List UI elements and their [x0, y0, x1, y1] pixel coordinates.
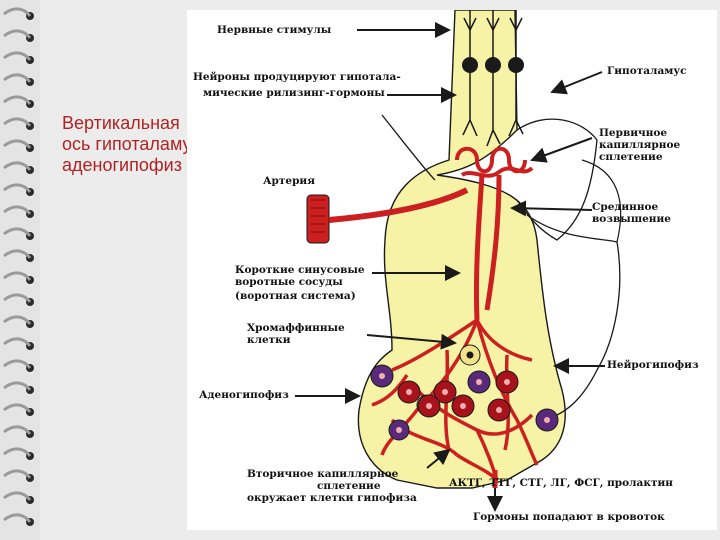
- binding-ring: [3, 337, 32, 347]
- label-hormones: АКТГ, ТТГ, СТГ, ЛГ, ФСГ, пролактин: [449, 477, 673, 489]
- third-ventricle-outline: [516, 118, 598, 241]
- binding-ring: [3, 51, 32, 61]
- binding-ring: [3, 293, 32, 303]
- slide-title: Вертикальная ось гипоталамус - аденогипо…: [62, 113, 211, 176]
- label-portal-line-3: (воротная система): [235, 290, 356, 302]
- binding-rings: [3, 7, 34, 526]
- label-adenohypophysis: Аденогипофиз: [199, 389, 289, 401]
- binding-ring: [3, 359, 32, 369]
- binding-ring: [3, 249, 32, 259]
- binding-ring: [3, 205, 32, 215]
- slide-title-line-1: Вертикальная: [62, 113, 180, 133]
- label-bloodstream: Гормоны попадают в кровоток: [473, 511, 665, 523]
- label-hypothalamus: Гипоталамус: [607, 65, 687, 77]
- label-secondary-plexus-line-3: окружает клетки гипофиза: [247, 492, 417, 504]
- binding-ring: [3, 491, 32, 501]
- binding-ring: [3, 139, 32, 149]
- binding-ring: [3, 227, 32, 237]
- slide-title-line-3: аденогипофиз: [62, 155, 182, 175]
- portal-vessels: [473, 174, 502, 321]
- binding-ring: [3, 513, 32, 523]
- binding-ring: [3, 403, 32, 413]
- primary-capillary-plexus: [455, 146, 534, 178]
- binding-ring: [3, 425, 32, 435]
- slide-title-line-2: ось гипоталамус -: [62, 134, 212, 154]
- label-primary-plexus-line-2: капиллярное: [599, 139, 681, 151]
- label-chromaffin-line-2: клетки: [247, 334, 291, 346]
- label-median-eminence-line-2: возвышение: [592, 213, 671, 225]
- label-primary-plexus-line-3: сплетение: [599, 151, 663, 163]
- label-neurons-line-1: Нейроны продуцируют гипотала-: [193, 71, 401, 83]
- diagram-drawing: [295, 10, 622, 512]
- notebook-binding: [0, 0, 40, 540]
- label-nerve-stimuli: Нервные стимулы: [217, 24, 332, 36]
- neuron-bodies: [462, 57, 524, 73]
- binding-ring: [3, 315, 32, 325]
- neurohypophysis-outline: [526, 214, 621, 416]
- label-portal-line-2: воротные сосуды: [235, 276, 343, 288]
- binding-ring: [3, 117, 32, 127]
- binding-ring: [3, 381, 32, 391]
- label-chromaffin-line-1: Хромаффинные: [247, 322, 345, 334]
- label-artery: Артерия: [263, 175, 315, 187]
- binding-ring: [3, 73, 32, 83]
- hypothalamus-outline: [381, 114, 436, 181]
- binding-ring: [3, 183, 32, 193]
- pointer-arrows: [295, 22, 605, 469]
- label-primary-plexus-line-1: Первичное: [599, 127, 668, 139]
- binding-ring: [3, 469, 32, 479]
- cell-nuclei: [379, 373, 550, 433]
- binding-ring: [3, 29, 32, 39]
- label-portal-line-1: Короткие синусовые: [235, 264, 365, 276]
- label-secondary-plexus-line-1: Вторичное капиллярное: [247, 468, 399, 480]
- chiasm-outline: [581, 159, 622, 243]
- binding-ring: [3, 95, 32, 105]
- label-median-eminence-line-1: Срединное: [592, 201, 659, 213]
- label-neurons-line-2: мические рилизинг-гормоны: [203, 87, 385, 99]
- binding-ring: [3, 271, 32, 281]
- binding-ring: [3, 447, 32, 457]
- hypothalamus-pituitary-diagram: Нервные стимулы Нейроны продуцируют гипо…: [187, 10, 717, 530]
- label-neurohypophysis: Нейрогипофиз: [607, 359, 699, 371]
- label-secondary-plexus-line-2: сплетение: [317, 480, 381, 492]
- artery: [306, 187, 469, 244]
- binding-ring: [3, 7, 32, 17]
- binding-ring: [3, 161, 32, 171]
